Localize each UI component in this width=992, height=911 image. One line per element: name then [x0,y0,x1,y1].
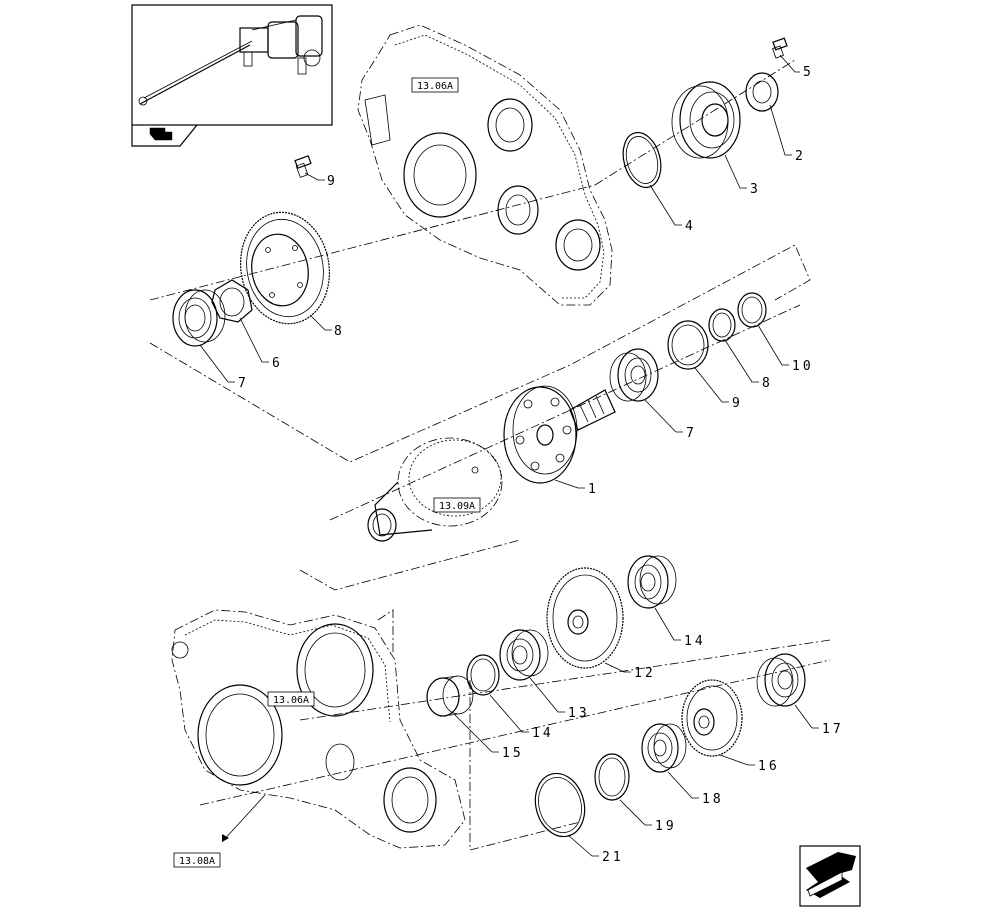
part-label-7-upper: 7 [238,376,246,391]
part-number-labels: 5 2 3 4 9 8 6 7 10 8 9 7 1 14 12 13 14 1… [238,65,844,865]
axis-shaft [329,304,801,521]
reference-tag-carrier[interactable]: 13.09A [433,497,481,513]
back-arrow-icon[interactable] [131,124,198,147]
ring-9[interactable] [667,320,709,370]
thumbnail-panel [131,4,333,126]
part-label-16: 15 [502,746,524,761]
lower-gearbox-housing [171,609,466,849]
leader-lines [199,54,819,857]
part-label-21: 21 [602,850,624,865]
axis-lower-2 [199,659,831,806]
part-label-2: 2 [795,149,803,164]
part-label-9: 9 [732,396,740,411]
shaft-flange-1[interactable] [503,385,616,484]
snap-ring-21[interactable] [529,768,592,842]
next-arrow-icon[interactable] [799,845,861,907]
bearing-14-lower[interactable] [499,629,549,681]
reference-label: 13.06A [417,81,453,92]
ring-gear-10[interactable] [232,205,338,331]
part-label-4: 4 [685,219,693,234]
part-label-11: 9 [327,174,338,189]
ring-15[interactable] [466,654,500,696]
reference-tag-bottom-left[interactable]: 13.08A [173,794,266,868]
upper-cover-housing [357,24,613,306]
part-label-20: 19 [655,819,677,834]
part-label-18: 17 [822,722,844,737]
part-label-5: 5 [803,65,811,80]
part-label-8: 8 [762,376,770,391]
part-label-13: 12 [634,666,656,681]
axis-housing-bottom [469,680,581,851]
part-label-14-lower: 13 [568,706,590,721]
bolt-11[interactable] [294,155,312,178]
gear-17[interactable] [681,679,743,757]
bolt-5[interactable] [772,37,788,59]
axis-group-boundary [149,244,811,463]
ring-12[interactable] [737,292,767,328]
part-label-12: 10 [792,359,814,374]
planet-carrier [367,437,503,542]
bearing-14-upper[interactable] [627,555,677,609]
reference-tag-lower-housing[interactable]: 13.06A [267,691,315,707]
part-label-10: 8 [334,324,345,339]
bearing-7-lower[interactable] [609,348,659,402]
part-label-3: 3 [750,182,758,197]
reference-tag-upper-cover[interactable]: 13.06A [411,77,459,93]
bearing-7-upper[interactable] [172,289,226,347]
bearing-18[interactable] [756,653,806,707]
axis-upper-right [594,59,796,186]
seal-2[interactable] [745,72,779,112]
ring-8[interactable] [708,308,736,342]
part-label-14-upper: 14 [684,634,706,649]
nut-6[interactable] [211,279,253,323]
axis-housing-top [377,609,394,655]
transmission-assembly-thumbnail [138,15,323,106]
bearing-19[interactable] [641,723,687,773]
axis-upper [149,184,596,301]
part-label-17: 16 [758,759,780,774]
part-label-6: 6 [272,356,280,371]
gear-13[interactable] [546,567,624,669]
part-label-15: 14 [532,726,554,741]
reference-label: 13.09A [439,501,475,512]
part-label-1: 1 [588,482,596,497]
snap-ring-4[interactable] [617,128,666,191]
part-label-19: 18 [702,792,724,807]
part-label-7-lower: 7 [686,426,694,441]
ring-20[interactable] [594,753,630,801]
reference-label: 13.06A [273,695,309,706]
axis-carrier-link [299,539,521,591]
reference-label: 13.08A [179,856,215,867]
cup-16[interactable] [426,675,474,717]
flange-3[interactable] [671,81,741,159]
